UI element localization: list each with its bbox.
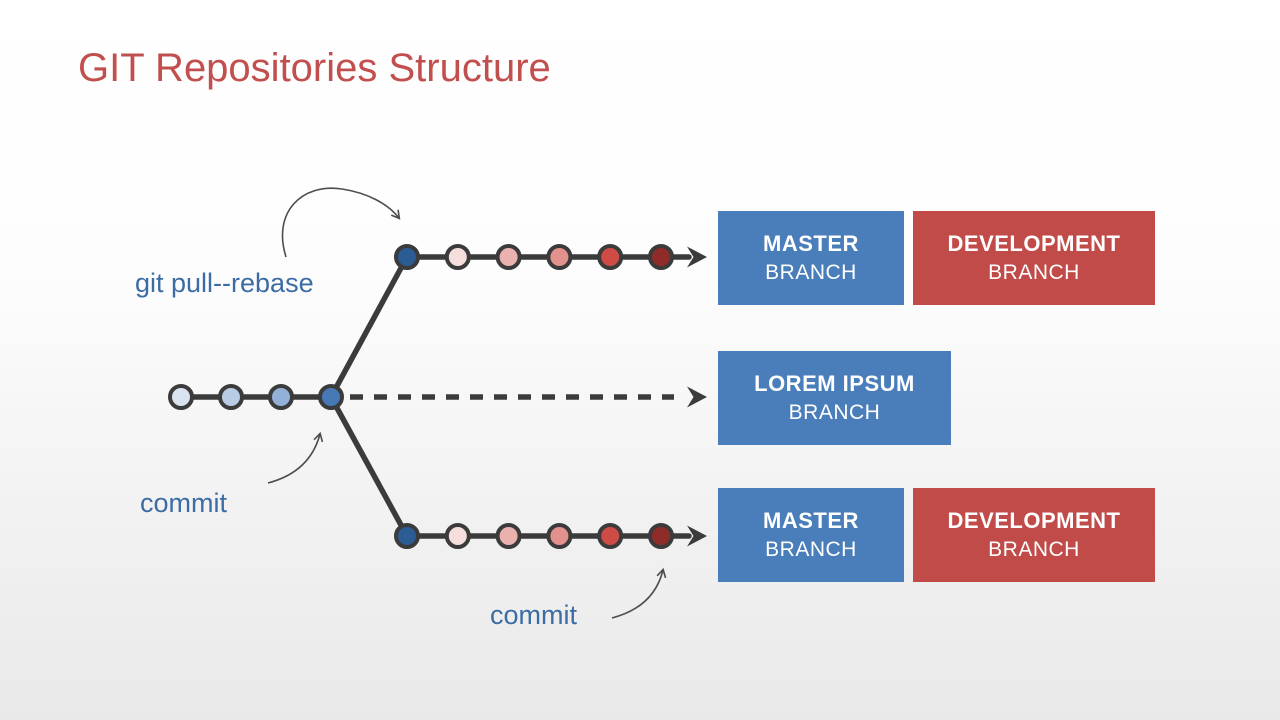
commit-node: [546, 244, 573, 270]
trunk-commits: [168, 384, 344, 410]
branch-box-subtitle: BRANCH: [988, 261, 1080, 284]
commit-label-fork: commit: [140, 488, 227, 518]
upper-branch-commits: [394, 244, 674, 270]
lower-branch-commits: [394, 523, 674, 549]
upper-fork-line: [328, 254, 410, 400]
middle-arrowhead: [687, 386, 707, 408]
branch-box-title: DEVELOPMENT: [947, 231, 1121, 256]
master-branch-box-bottom: MASTER BRANCH: [718, 488, 904, 582]
branch-box-title: DEVELOPMENT: [947, 508, 1121, 533]
commit-node: [648, 523, 674, 549]
development-branch-box-bottom: DEVELOPMENT BRANCH: [913, 488, 1155, 582]
commit-node: [444, 523, 471, 549]
branch-box-subtitle: BRANCH: [988, 538, 1080, 561]
commit-arrow-fork: [267, 431, 324, 484]
commit-node: [218, 384, 244, 410]
commit-node: [394, 523, 420, 549]
branch-box-subtitle: BRANCH: [765, 261, 857, 284]
commit-node: [318, 384, 344, 410]
commit-node: [495, 244, 522, 270]
git-pull-rebase-label: git pull--rebase: [135, 268, 314, 298]
branch-arrowheads: [687, 246, 707, 547]
commit-label-lower: commit: [490, 600, 577, 630]
commit-node: [444, 244, 471, 270]
development-branch-box-top: DEVELOPMENT BRANCH: [913, 211, 1155, 305]
commit-node: [168, 384, 194, 410]
commit-node: [268, 384, 294, 410]
branch-box-subtitle: BRANCH: [765, 538, 857, 561]
commit-node: [394, 244, 420, 270]
commit-arrow-lower: [611, 567, 667, 619]
upper-arrowhead: [687, 246, 707, 268]
lorem-ipsum-branch-box: LOREM IPSUM BRANCH: [718, 351, 951, 445]
rebase-curved-arrow: [281, 187, 401, 258]
commit-node: [648, 244, 674, 270]
branch-box-title: MASTER: [763, 508, 859, 533]
lower-arrowhead: [687, 525, 707, 547]
page-title: GIT Repositories Structure: [78, 46, 551, 90]
commit-nodes-layer: [168, 244, 674, 549]
commit-node: [546, 523, 573, 549]
annotation-arrows: [267, 187, 667, 619]
branch-box-title: MASTER: [763, 231, 859, 256]
branch-box-subtitle: BRANCH: [788, 401, 881, 424]
master-branch-box-top: MASTER BRANCH: [718, 211, 904, 305]
lower-fork-line: [328, 394, 410, 539]
commit-node: [495, 523, 522, 549]
branch-box-title: LOREM IPSUM: [754, 371, 915, 396]
commit-node: [597, 244, 624, 270]
commit-node: [597, 523, 624, 549]
